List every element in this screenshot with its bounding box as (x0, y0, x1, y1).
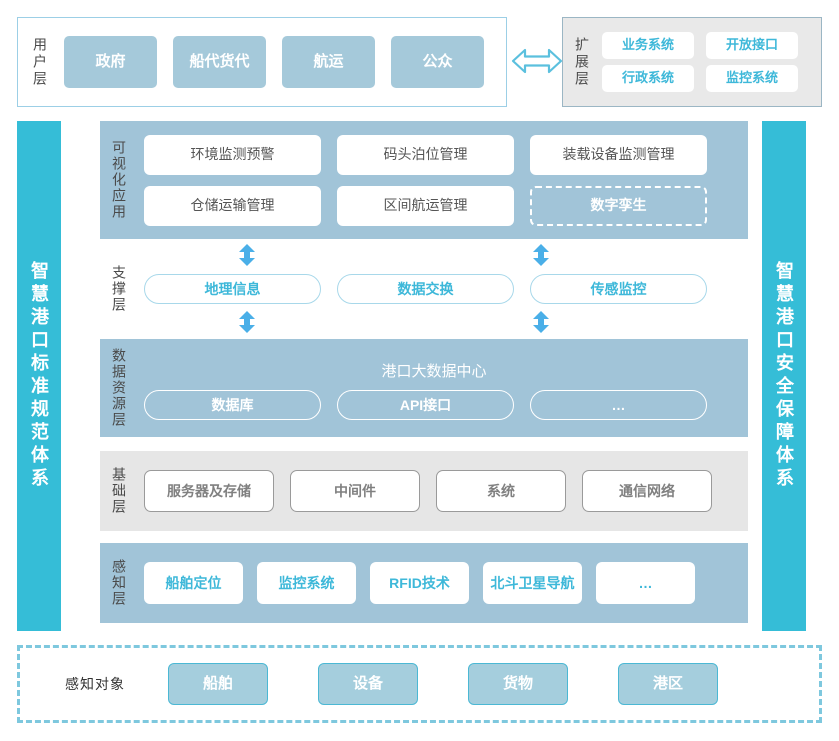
double-headed-vertical-arrow-icon-top-right (532, 244, 550, 266)
user-item-shipping[interactable]: 航运 (282, 36, 375, 88)
infra-item-communication-network[interactable]: 通信网络 (582, 470, 712, 512)
perception-objects-items: 船舶 设备 货物 港区 (168, 663, 718, 705)
double-headed-vertical-arrow-icon-top-left (238, 244, 256, 266)
support-item-sensor-monitoring[interactable]: 传感监控 (530, 274, 707, 304)
object-item-equipment[interactable]: 设备 (318, 663, 418, 705)
expansion-layer-panel: 扩展层 业务系统 开放接口 行政系统 监控系统 (562, 17, 822, 107)
left-sidebar-standards: 智慧港口标准规范体系 (17, 121, 61, 631)
vis-item-loading-equipment-monitoring[interactable]: 装载设备监测管理 (530, 134, 707, 175)
vis-item-digital-twin[interactable]: 数字孪生 (530, 185, 707, 226)
visualization-layer-panel: 可视化应用 环境监测预警 码头泊位管理 装载设备监测管理 仓储运输管理 区间航运… (100, 121, 748, 239)
visualization-layer-items: 环境监测预警 码头泊位管理 装载设备监测管理 仓储运输管理 区间航运管理 数字孪… (144, 134, 707, 226)
data-resource-layer-panel: 数据资源层 港口大数据中心 数据库 API接口 … (100, 339, 748, 437)
vis-item-interval-shipping-management[interactable]: 区间航运管理 (337, 185, 514, 226)
perception-layer-panel: 感知层 船舶定位 监控系统 RFID技术 北斗卫星导航 … (100, 543, 748, 623)
perception-layer-label: 感知层 (111, 559, 127, 607)
perception-objects-panel: 感知对象 船舶 设备 货物 港区 (17, 645, 822, 723)
support-layer-items: 地理信息 数据交换 传感监控 (144, 274, 707, 304)
infra-item-system[interactable]: 系统 (436, 470, 566, 512)
data-item-more[interactable]: … (530, 390, 707, 420)
percep-item-more[interactable]: … (596, 562, 695, 604)
support-item-geographic-information[interactable]: 地理信息 (144, 274, 321, 304)
infra-item-middleware[interactable]: 中间件 (290, 470, 420, 512)
infrastructure-layer-panel: 基础层 服务器及存储 中间件 系统 通信网络 (100, 451, 748, 531)
support-layer-label: 支撑层 (111, 265, 127, 313)
object-item-cargo[interactable]: 货物 (468, 663, 568, 705)
percep-item-monitoring-system[interactable]: 监控系统 (257, 562, 356, 604)
percep-item-rfid[interactable]: RFID技术 (370, 562, 469, 604)
infra-item-server-storage[interactable]: 服务器及存储 (144, 470, 274, 512)
expansion-item-admin-system[interactable]: 行政系统 (602, 65, 694, 92)
expansion-item-monitoring-system[interactable]: 监控系统 (706, 65, 798, 92)
visualization-layer-label: 可视化应用 (111, 140, 127, 220)
user-item-government[interactable]: 政府 (64, 36, 157, 88)
percep-item-beidou-navigation[interactable]: 北斗卫星导航 (483, 562, 582, 604)
vis-item-environment-monitoring[interactable]: 环境监测预警 (144, 134, 321, 175)
data-resource-inner: 港口大数据中心 数据库 API接口 … (144, 356, 724, 420)
data-resource-items: 数据库 API接口 … (144, 390, 724, 420)
object-item-port-area[interactable]: 港区 (618, 663, 718, 705)
perception-objects-label: 感知对象 (65, 676, 125, 692)
right-sidebar-label: 智慧港口安全保障体系 (774, 261, 794, 491)
expansion-item-open-interface[interactable]: 开放接口 (706, 32, 798, 59)
data-item-database[interactable]: 数据库 (144, 390, 321, 420)
percep-item-vessel-positioning[interactable]: 船舶定位 (144, 562, 243, 604)
data-item-api-interface[interactable]: API接口 (337, 390, 514, 420)
expansion-layer-label: 扩展层 (574, 36, 590, 88)
perception-layer-items: 船舶定位 监控系统 RFID技术 北斗卫星导航 … (144, 562, 695, 604)
double-headed-vertical-arrow-icon-bottom-left (238, 311, 256, 333)
support-item-data-exchange[interactable]: 数据交换 (337, 274, 514, 304)
infrastructure-layer-items: 服务器及存储 中间件 系统 通信网络 (144, 470, 712, 512)
left-sidebar-label: 智慧港口标准规范体系 (29, 261, 49, 491)
double-headed-horizontal-arrow-icon (511, 46, 563, 76)
user-layer-items: 政府 船代货代 航运 公众 (64, 36, 484, 88)
expansion-layer-items: 业务系统 开放接口 行政系统 监控系统 (602, 32, 798, 92)
vis-item-berth-management[interactable]: 码头泊位管理 (337, 134, 514, 175)
data-center-title: 港口大数据中心 (381, 363, 487, 380)
user-layer-label: 用户层 (32, 36, 48, 88)
object-item-vessel[interactable]: 船舶 (168, 663, 268, 705)
data-resource-layer-label: 数据资源层 (111, 348, 127, 428)
expansion-item-business-system[interactable]: 业务系统 (602, 32, 694, 59)
double-headed-vertical-arrow-icon-bottom-right (532, 311, 550, 333)
infrastructure-layer-label: 基础层 (111, 467, 127, 515)
vis-item-warehouse-transport-management[interactable]: 仓储运输管理 (144, 185, 321, 226)
user-layer-panel: 用户层 政府 船代货代 航运 公众 (17, 17, 507, 107)
user-item-public[interactable]: 公众 (391, 36, 484, 88)
layer-stack: 可视化应用 环境监测预警 码头泊位管理 装载设备监测管理 仓储运输管理 区间航运… (100, 121, 748, 623)
support-layer-panel: 支撑层 地理信息 数据交换 传感监控 (100, 239, 748, 339)
user-item-shipping-agency[interactable]: 船代货代 (173, 36, 266, 88)
right-sidebar-security: 智慧港口安全保障体系 (762, 121, 806, 631)
